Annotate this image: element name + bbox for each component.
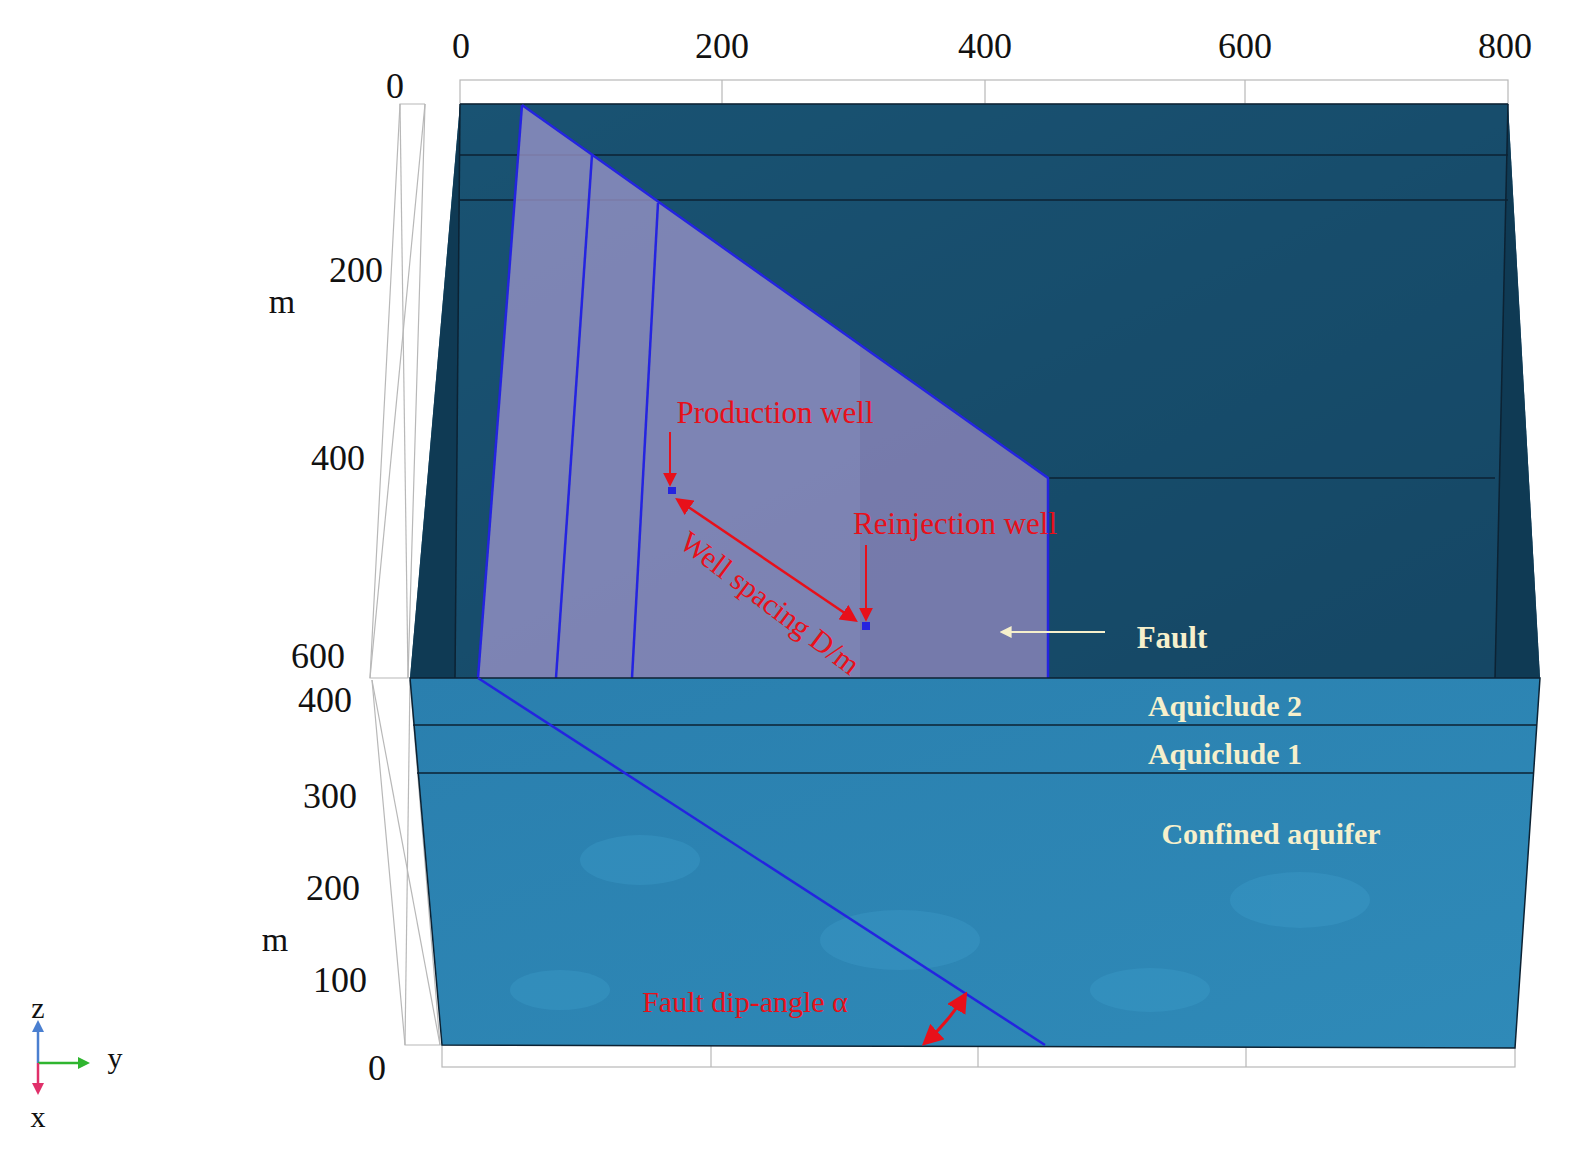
- axis-tick: 0: [452, 28, 470, 64]
- axis-unit: m: [269, 285, 295, 319]
- layer-name: Confined aquifer: [1161, 819, 1380, 849]
- aquifer-band: Confined aquifer: [418, 774, 1532, 1044]
- aquiclude-band: Aquiclude 1: [416, 726, 1536, 773]
- axis-name: y: [108, 1043, 123, 1073]
- axis-name: z: [31, 993, 44, 1023]
- axis-tick: 300: [303, 778, 357, 814]
- axis-tick: 400: [298, 682, 352, 718]
- axis-tick: 0: [368, 1050, 386, 1086]
- well-label: Reinjection well: [853, 508, 1057, 539]
- axis-tick: 800: [1478, 28, 1532, 64]
- axis-tick: 200: [329, 252, 383, 288]
- axis-tick: 400: [311, 440, 365, 476]
- axis-tick: 200: [695, 28, 749, 64]
- well-label: Production well: [676, 397, 873, 428]
- feature-label: Fault: [1137, 622, 1208, 653]
- axis-name: x: [31, 1102, 46, 1132]
- axis-tick: 100: [313, 962, 367, 998]
- axis-tick: 600: [1218, 28, 1272, 64]
- axis-tick: 200: [306, 870, 360, 906]
- aquiclude-band: Aquiclude 2: [414, 679, 1538, 725]
- layer-name: Aquiclude 2: [1148, 691, 1302, 721]
- layer-name: Aquiclude 1: [1148, 739, 1302, 769]
- axis-tick: 400: [958, 28, 1012, 64]
- angle-label: Fault dip-angle α: [642, 987, 848, 1017]
- axis-unit: m: [262, 923, 288, 957]
- axis-tick: 600: [291, 638, 345, 674]
- axis-tick: 0: [386, 68, 404, 104]
